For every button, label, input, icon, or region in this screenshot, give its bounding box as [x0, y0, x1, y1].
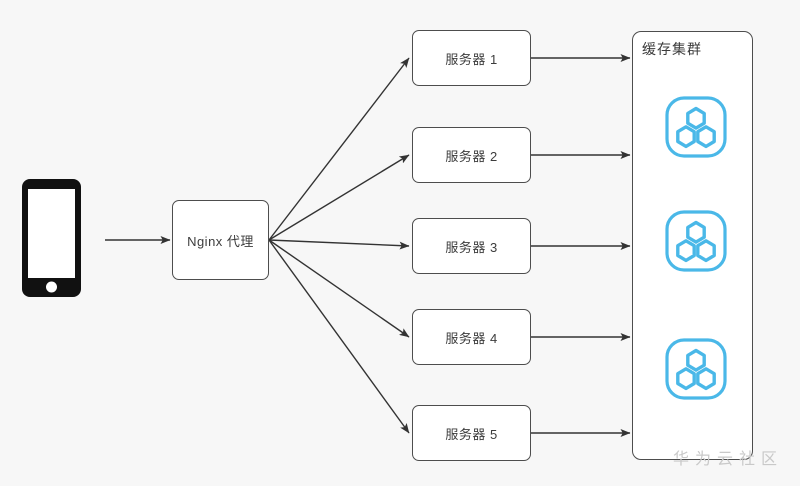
server-node-3[interactable]: 服务器 3 — [412, 218, 531, 274]
server-label-1: 服务器 1 — [445, 51, 498, 67]
edge-proxy-to-server-5 — [268, 239, 410, 434]
server-node-5[interactable]: 服务器 5 — [412, 405, 531, 461]
mobile-phone-icon — [22, 179, 81, 297]
server-label-2: 服务器 2 — [445, 148, 498, 164]
cache-node-icon[interactable] — [664, 337, 728, 401]
edge-proxy-to-server-3 — [268, 239, 410, 250]
cache-cluster-title: 缓存集群 — [642, 41, 702, 57]
server-node-4[interactable]: 服务器 4 — [412, 309, 531, 365]
server-label-3: 服务器 3 — [445, 239, 498, 255]
proxy-label: Nginx 代理 — [187, 233, 254, 249]
cache-node-icon[interactable] — [664, 209, 728, 273]
watermark-text: 华为云社区 — [673, 451, 784, 468]
cache-cluster-container[interactable]: 缓存集群 — [632, 31, 753, 460]
server-node-2[interactable]: 服务器 2 — [412, 127, 531, 183]
proxy-node[interactable]: Nginx 代理 — [172, 200, 269, 280]
edge-proxy-to-server-2 — [268, 154, 410, 241]
edge-proxy-to-server-1 — [268, 57, 410, 241]
cache-node-icon[interactable] — [664, 95, 728, 159]
server-node-1[interactable]: 服务器 1 — [412, 30, 531, 86]
server-label-5: 服务器 5 — [445, 426, 498, 442]
edge-proxy-to-server-4 — [268, 239, 410, 338]
server-label-4: 服务器 4 — [445, 330, 498, 346]
